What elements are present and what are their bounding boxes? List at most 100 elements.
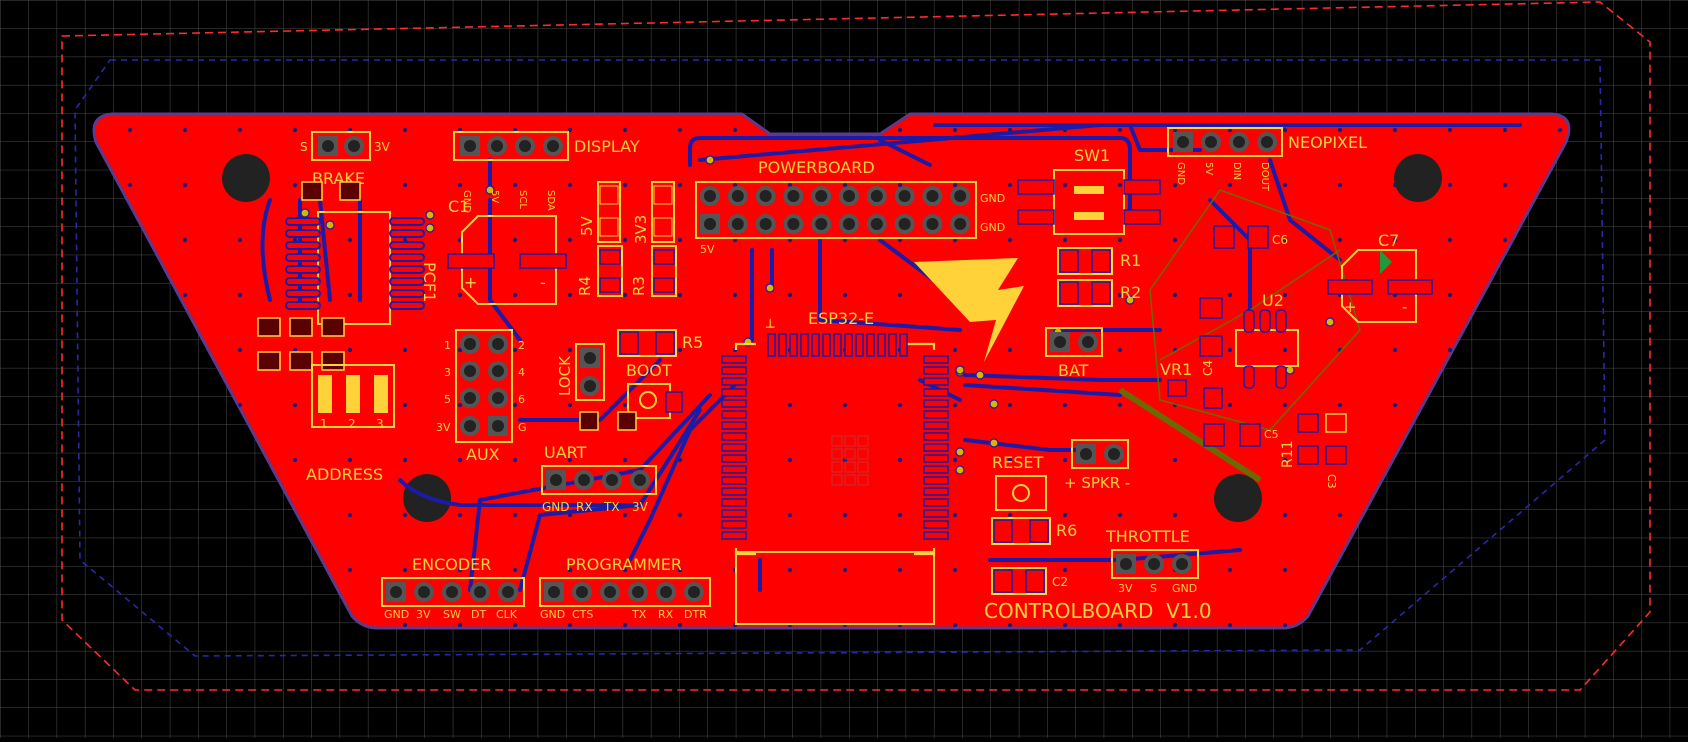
aux-label: AUX bbox=[466, 445, 500, 464]
capacitor-c1[interactable]: C1 + - bbox=[447, 197, 567, 305]
uart-label: UART bbox=[544, 443, 587, 462]
module-esp32[interactable]: ESP32-E ┴ bbox=[721, 309, 949, 625]
bat-label: BAT bbox=[1058, 361, 1089, 380]
module-pad bbox=[767, 333, 776, 357]
led-5v[interactable]: 5V bbox=[578, 181, 621, 243]
resistor-r1[interactable]: R1 bbox=[1057, 247, 1141, 275]
module-pad bbox=[923, 410, 949, 419]
powerboard-label: POWERBOARD bbox=[758, 158, 875, 177]
resistor-r3[interactable]: R3 bbox=[630, 245, 677, 297]
module-pad bbox=[800, 333, 809, 357]
ic-pad bbox=[285, 289, 321, 298]
header-drill bbox=[954, 190, 967, 202]
switch-sw1[interactable]: SW1 bbox=[1017, 146, 1161, 235]
r4-label: R4 bbox=[576, 276, 594, 296]
thermal-pad bbox=[857, 461, 869, 473]
connector-encoder[interactable]: ENCODER GND 3V SW DT CLK bbox=[381, 555, 525, 621]
module-pad bbox=[721, 520, 747, 529]
module-pad bbox=[923, 432, 949, 441]
ic-pad bbox=[389, 241, 425, 250]
neopixel-5v-label: 5V bbox=[1203, 162, 1214, 175]
programmer-pin-cts: CTS bbox=[572, 608, 593, 621]
programmer-pin-dtr: DTR bbox=[684, 608, 707, 621]
module-pad bbox=[721, 410, 747, 419]
connector-brake[interactable]: S 3V BRAKE bbox=[300, 131, 391, 188]
capacitor-c7[interactable]: C7 + - bbox=[1327, 231, 1433, 323]
aux-pin-6: 6 bbox=[518, 393, 525, 406]
led-3v3[interactable]: 3V3 bbox=[632, 181, 675, 244]
uart-pin-gnd: GND bbox=[542, 500, 570, 514]
display-gnd-label: GND bbox=[461, 190, 472, 213]
module-pad bbox=[888, 333, 897, 357]
module-pad bbox=[923, 520, 949, 529]
module-pad bbox=[721, 388, 747, 397]
connector-lock[interactable]: LOCK bbox=[556, 343, 605, 401]
c5-label: C5 bbox=[1264, 428, 1279, 441]
resistor-r2[interactable]: R2 bbox=[1057, 279, 1141, 307]
ic-pcf1[interactable]: PCF1 bbox=[285, 181, 439, 325]
neopixel-label: NEOPIXEL bbox=[1288, 133, 1367, 152]
connector-speaker[interactable]: + SPKR - bbox=[1064, 439, 1130, 492]
ic-pad bbox=[389, 217, 425, 226]
esp32-pin1-marker: ┴ bbox=[765, 319, 775, 336]
thermal-pad bbox=[831, 461, 843, 473]
resistor-r5[interactable]: R5 bbox=[617, 329, 703, 357]
c7-minus: - bbox=[1402, 298, 1407, 316]
aux-pin-2: 2 bbox=[518, 339, 525, 352]
connector-programmer[interactable]: PROGRAMMER GND CTS TX RX DTR bbox=[539, 555, 711, 621]
module-pad bbox=[721, 531, 747, 540]
module-pad bbox=[923, 377, 949, 386]
thermal-pad bbox=[831, 435, 843, 447]
encoder-pin-gnd: GND bbox=[384, 608, 409, 621]
thermal-pad bbox=[844, 448, 856, 460]
header-drill bbox=[787, 190, 800, 202]
thermal-pad bbox=[831, 474, 843, 486]
resistor-r4[interactable]: R4 bbox=[576, 245, 623, 297]
capacitor-c2[interactable]: C2 bbox=[991, 567, 1068, 595]
traces bbox=[260, 123, 1522, 592]
label-5v: 5V bbox=[578, 215, 596, 236]
regulator-vr1[interactable]: VR1 C4 bbox=[1160, 360, 1223, 409]
module-pad bbox=[721, 498, 747, 507]
capacitor-c6[interactable]: C6 bbox=[1213, 225, 1288, 249]
powerboard-gnd-bottom: GND bbox=[980, 221, 1005, 234]
address-pin-3: 3 bbox=[376, 417, 384, 431]
capacitor-c5[interactable]: C5 bbox=[1203, 423, 1279, 447]
connector-neopixel[interactable]: NEOPIXEL GND 5V DIN DOUT bbox=[1167, 127, 1367, 192]
neopixel-dout-label: DOUT bbox=[1259, 162, 1270, 192]
resistor-r11[interactable]: R11 bbox=[1280, 413, 1319, 468]
c1-label: C1 bbox=[448, 197, 469, 216]
module-pad bbox=[721, 421, 747, 430]
header-drill bbox=[898, 218, 911, 230]
uart-pin-tx: TX bbox=[603, 500, 620, 514]
capacitor-c3[interactable]: C3 bbox=[1325, 413, 1347, 489]
thermal-pad bbox=[857, 448, 869, 460]
address-jumpers[interactable]: 1 2 3 ADDRESS bbox=[257, 317, 395, 484]
encoder-label: ENCODER bbox=[412, 555, 491, 574]
ic-pad bbox=[389, 277, 425, 286]
module-pad bbox=[923, 531, 949, 540]
button-boot[interactable]: BOOT bbox=[579, 361, 683, 431]
connector-display[interactable]: DISPLAY GND 5V SCL SDA bbox=[453, 131, 640, 213]
connector-uart[interactable]: UART GND RX TX 3V bbox=[541, 443, 657, 514]
programmer-pin-tx: TX bbox=[631, 608, 647, 621]
address-pin-1: 1 bbox=[320, 417, 328, 431]
button-reset[interactable]: RESET bbox=[992, 453, 1047, 511]
module-pad bbox=[866, 333, 875, 357]
resistor-r6[interactable]: R6 bbox=[991, 517, 1077, 545]
connector-bat[interactable]: BAT bbox=[1045, 327, 1103, 380]
ic-pad bbox=[389, 253, 425, 262]
module-pad bbox=[923, 421, 949, 430]
ic-u2[interactable]: U2 bbox=[1199, 291, 1299, 389]
brake-3v-label: 3V bbox=[374, 140, 391, 154]
connector-aux[interactable]: 1 2 3 4 5 6 3V G AUX bbox=[436, 329, 527, 464]
header-drill bbox=[843, 218, 855, 230]
throttle-pin-gnd: GND bbox=[1172, 582, 1197, 595]
connector-powerboard[interactable]: POWERBOARD GND GND 5V bbox=[695, 158, 1005, 256]
connector-throttle[interactable]: THROTTLE 3V S GND bbox=[1105, 527, 1199, 595]
neopixel-gnd-label: GND bbox=[1175, 162, 1186, 185]
module-pad bbox=[721, 366, 747, 375]
throttle-pin-3v: 3V bbox=[1118, 582, 1133, 595]
